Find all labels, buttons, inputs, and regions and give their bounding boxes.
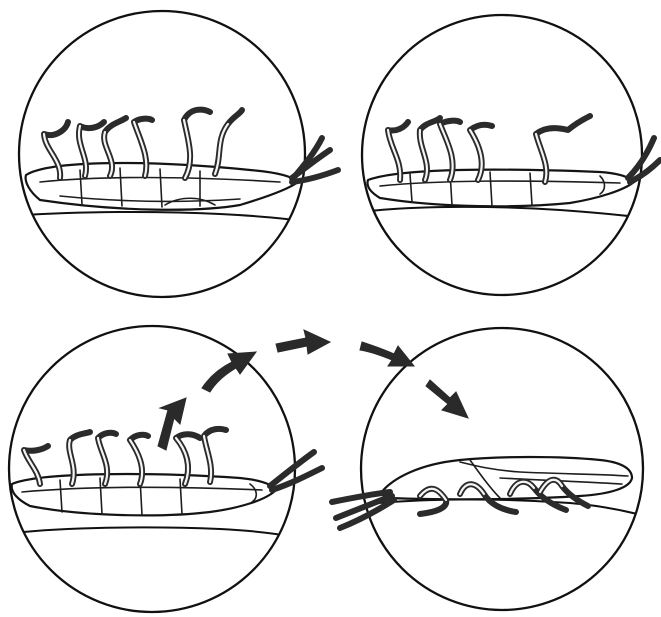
panel-1 [10,11,338,297]
arrow-right-icon [276,330,330,354]
panel-4 [332,328,645,610]
panel-4-circle [361,328,643,610]
panel-3 [5,326,322,612]
panel-1-circle [19,11,305,297]
panel-2 [360,15,660,295]
panel-3-circle [9,326,295,612]
panel-2-circle [362,15,642,295]
arrow-down-right-icon [360,342,414,366]
